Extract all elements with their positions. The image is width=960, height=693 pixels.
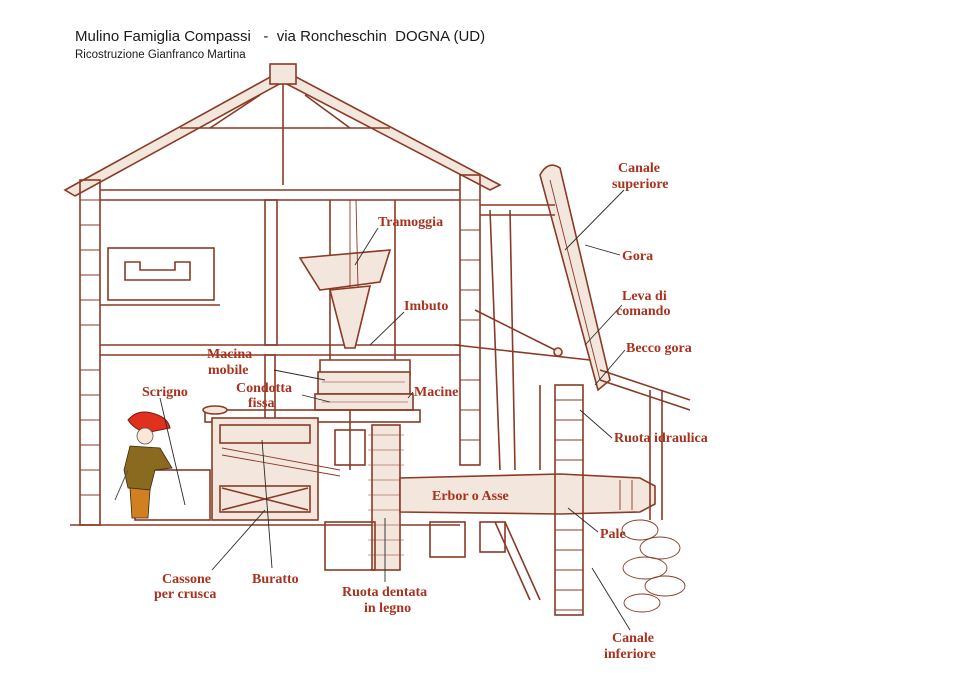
label-canale-inferiore-2: inferiore	[604, 647, 656, 662]
label-ruota-dentata-2: in legno	[364, 601, 411, 616]
label-ruota-dentata-1: Ruota dentata	[342, 585, 427, 600]
label-scrigno: Scrigno	[142, 385, 188, 400]
diagram-subtitle: Ricostruzione Gianfranco Martina	[75, 49, 246, 61]
flume	[480, 164, 691, 411]
label-tramoggia: Tramoggia	[378, 215, 443, 230]
foundation	[324, 521, 506, 571]
header: Mulino Famiglia Compassi - via Ronchesch…	[75, 28, 485, 62]
diagram-title: Mulino Famiglia Compassi - via Ronchesch…	[75, 28, 486, 45]
lever	[454, 209, 591, 471]
label-gora: Gora	[622, 249, 653, 264]
label-pale: Pale	[600, 527, 626, 542]
labels: Tramoggia Imbuto Macina mobile Condotta …	[142, 161, 708, 662]
hopper-assembly	[298, 199, 411, 376]
label-macina-mobile-2: mobile	[208, 363, 248, 378]
support-posts	[649, 390, 663, 520]
gear-wheel	[334, 410, 404, 571]
label-becco-gora: Becco gora	[626, 341, 692, 356]
leader-lines	[159, 189, 631, 631]
label-imbuto: Imbuto	[404, 299, 448, 314]
label-condotta-fissa-1: Condotta	[236, 381, 292, 396]
label-macine: Macine	[414, 385, 458, 400]
label-buratto: Buratto	[252, 572, 299, 587]
miller-figure	[114, 411, 173, 519]
axle	[399, 473, 656, 515]
upper-shelf	[100, 247, 220, 306]
water-wheel	[539, 384, 584, 616]
label-leva-2: comando	[616, 304, 670, 319]
label-canale-superiore-2: superiore	[612, 177, 669, 192]
roof	[63, 63, 502, 197]
bolting-chest	[134, 405, 341, 521]
label-leva-1: Leva di	[622, 289, 667, 304]
stone-bank	[494, 519, 686, 613]
label-canale-inferiore-1: Canale	[612, 631, 654, 646]
label-condotta-fissa-2: fissa	[248, 396, 274, 411]
label-macina-mobile-1: Macina	[207, 347, 252, 362]
label-cassone-2: per crusca	[154, 587, 216, 602]
label-cassone-1: Cassone	[162, 572, 211, 587]
label-canale-superiore-1: Canale	[618, 161, 660, 176]
millstones	[204, 371, 421, 423]
label-erbor: Erbor o Asse	[432, 489, 509, 504]
label-ruota-idraulica: Ruota idraulica	[614, 431, 708, 446]
